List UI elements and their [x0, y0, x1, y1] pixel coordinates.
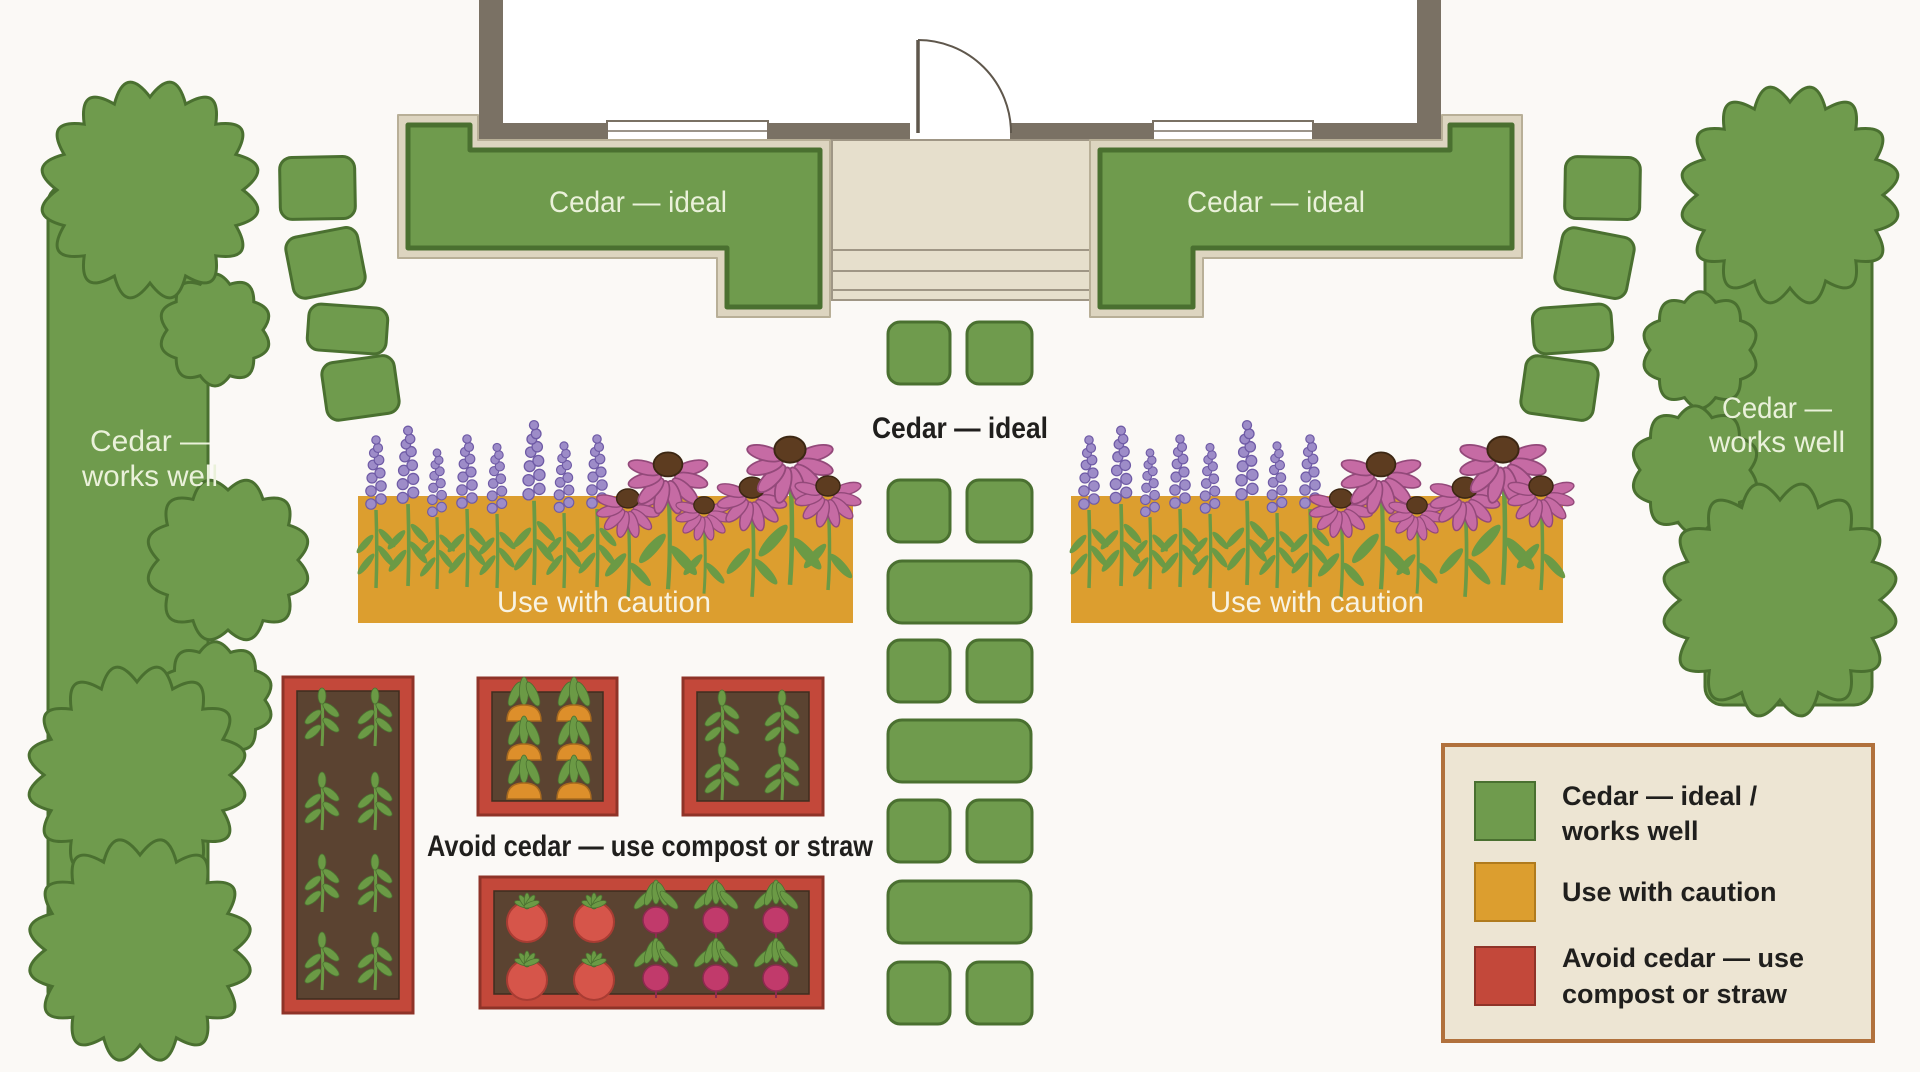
path-paver	[965, 478, 1034, 544]
foundation-bed-right: Cedar — ideal	[1089, 114, 1523, 318]
stepping-stone	[305, 302, 390, 356]
legend-label: Avoid cedar — use	[1562, 943, 1804, 973]
legend-label: Use with caution	[1562, 877, 1777, 907]
path-paver	[965, 798, 1034, 864]
house-footprint	[479, 0, 1441, 143]
stepping-stone	[284, 226, 367, 300]
stepping-stone	[1553, 226, 1636, 300]
hedge-right: Cedar — works well	[1631, 85, 1900, 718]
shrub-icon	[28, 838, 252, 1062]
house-wall-left	[479, 0, 503, 140]
path-paver	[965, 320, 1034, 386]
house-interior	[503, 0, 1417, 123]
foundation-bed-left: Cedar — ideal	[397, 114, 831, 318]
stepping-stones-right	[1519, 155, 1642, 422]
path-paver	[886, 320, 952, 386]
shrub-icon	[1662, 482, 1898, 718]
door-icon	[910, 39, 1012, 142]
window-icon	[606, 120, 769, 143]
hedge-right-label-line2: works well	[1708, 426, 1845, 459]
path-paver	[886, 960, 952, 1026]
legend-swatch-orange	[1474, 862, 1536, 922]
hedge-left-label-line1: Cedar —	[90, 425, 210, 458]
path-paver	[886, 718, 1033, 784]
legend-label: Cedar — ideal /	[1562, 781, 1758, 811]
stepping-stone	[1530, 302, 1615, 356]
foundation-bed-right-label: Cedar — ideal	[1187, 186, 1365, 219]
window-icon	[1152, 120, 1314, 143]
path-paver	[886, 798, 952, 864]
legend-label: works well	[1561, 816, 1699, 846]
hedge-left-label-line2: works well	[81, 460, 218, 493]
path-paver	[886, 638, 952, 704]
stepping-stone	[1519, 354, 1600, 422]
house-wall-right	[1417, 0, 1441, 140]
path-paver	[886, 559, 1033, 625]
foundation-bed-left-label: Cedar — ideal	[549, 186, 727, 219]
porch-steps	[831, 139, 1091, 301]
center-path: Cedar — ideal	[872, 320, 1048, 1026]
vegetable-bed-seedlings	[681, 676, 825, 817]
vegetable-bed-carrots	[476, 676, 619, 817]
vegetable-bed-tall	[281, 675, 415, 1015]
legend-swatch-red	[1474, 946, 1536, 1006]
shrub-icon	[40, 80, 260, 300]
path-paver	[886, 879, 1033, 945]
legend-swatch-green	[1474, 781, 1536, 841]
flower-bed-right: Use with caution	[1065, 418, 1578, 623]
flower-bed-right-label: Use with caution	[1210, 586, 1424, 619]
flower-bed-left: Use with caution	[352, 418, 865, 623]
path-paver	[886, 478, 952, 544]
legend: Cedar — ideal / works well Use with caut…	[1441, 743, 1875, 1043]
stepping-stone	[1563, 155, 1642, 221]
flower-bed-left-label: Use with caution	[497, 586, 711, 619]
vegetable-zone-label: Avoid cedar — use compost or straw	[427, 830, 874, 863]
path-paver	[965, 960, 1034, 1026]
path-paver	[965, 638, 1034, 704]
vegetable-bed-wide	[478, 875, 825, 1010]
legend-label: compost or straw	[1562, 979, 1788, 1009]
hedge-left: Cedar — works well	[27, 80, 310, 1062]
hedge-right-label-line1: Cedar —	[1722, 392, 1832, 425]
stepping-stone	[320, 354, 401, 422]
shrub-icon	[1680, 85, 1900, 305]
stepping-stones-left	[278, 155, 401, 422]
center-path-label: Cedar — ideal	[872, 412, 1048, 445]
stepping-stone	[278, 155, 357, 221]
